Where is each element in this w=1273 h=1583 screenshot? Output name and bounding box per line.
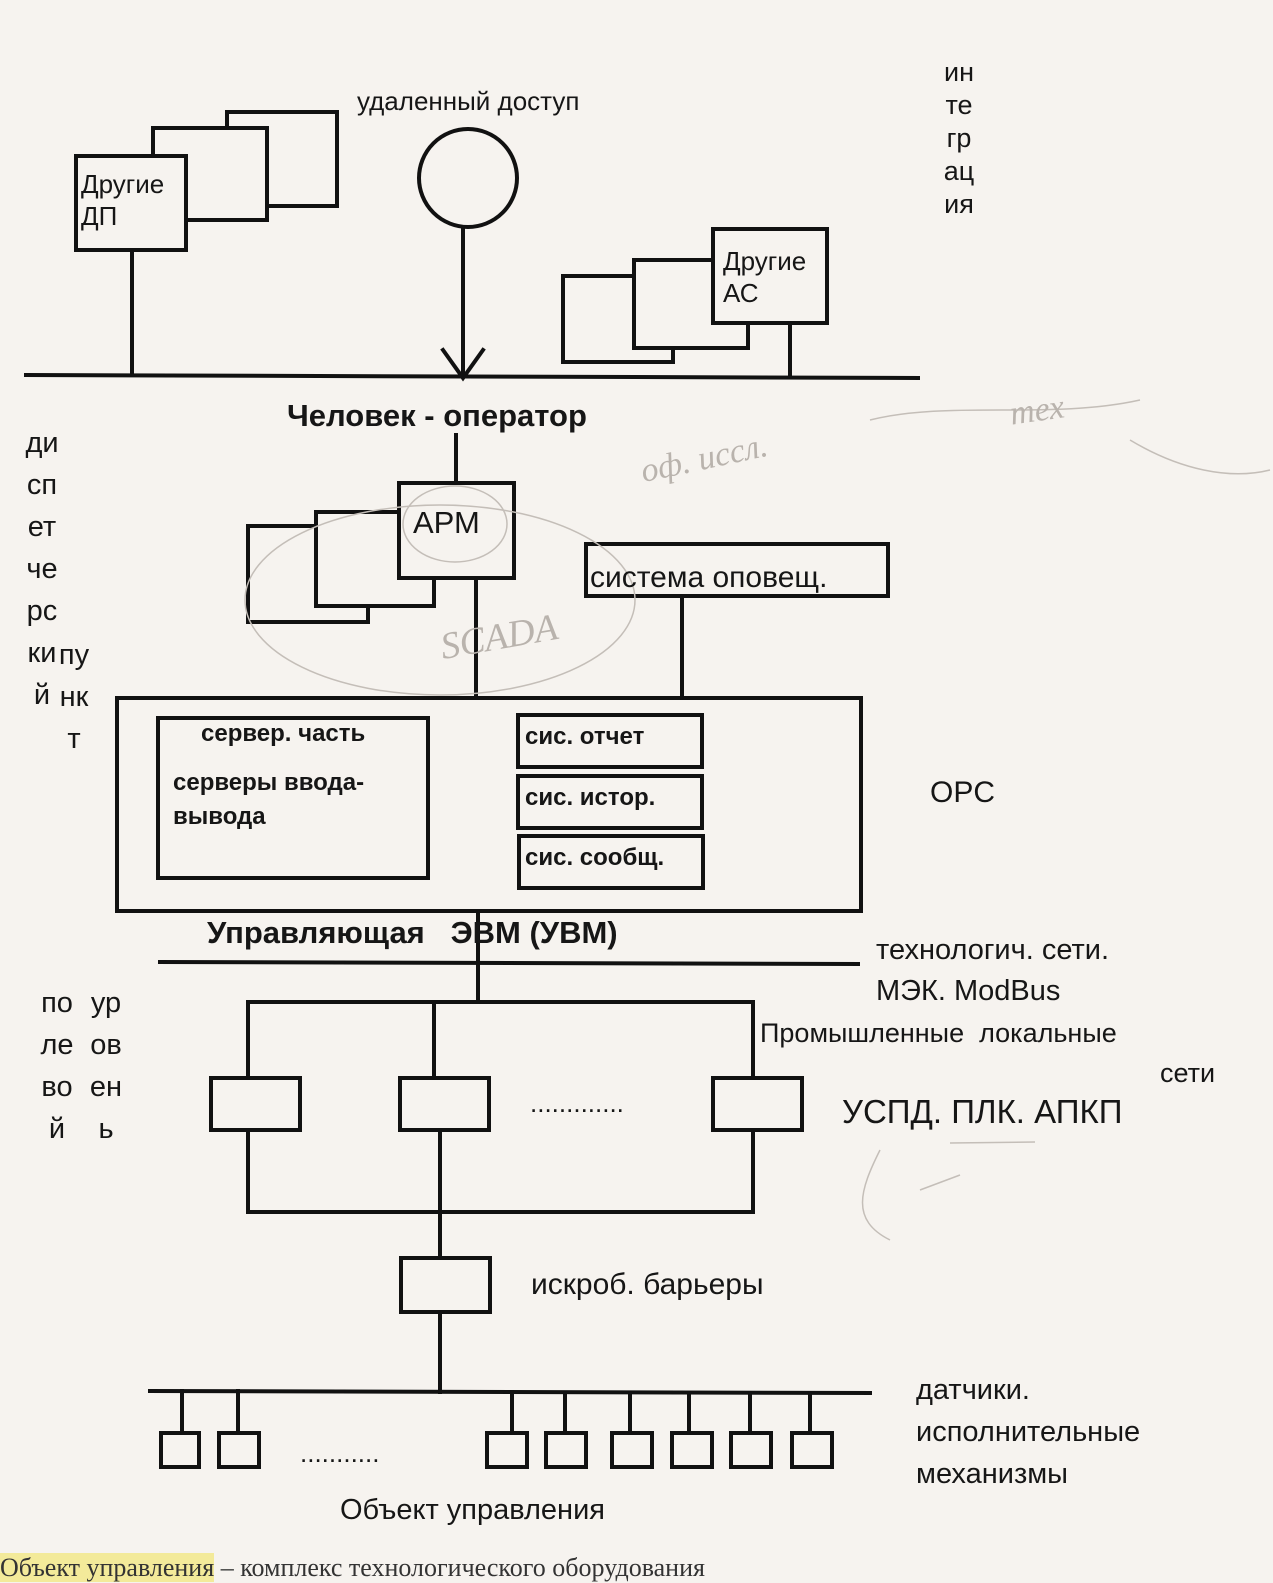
pencil-note-2: тех [1007, 388, 1067, 433]
controllers-ellipsis: ............. [530, 1088, 624, 1118]
integration-label: интеграция [943, 57, 975, 219]
tech-network-bus [157, 959, 861, 967]
pencil-circle-arm [402, 485, 508, 563]
sys-history-box [516, 774, 704, 830]
other-as-label: Другие АС [723, 246, 807, 308]
opc-label: OPC [930, 776, 996, 809]
field-level-label-2: уровень [89, 987, 123, 1145]
controller-box-3 [711, 1076, 804, 1132]
other-as-box-front [711, 227, 829, 325]
notify-system-label: система оповещ. [590, 561, 828, 594]
sensor-box-6 [670, 1431, 714, 1469]
tech-networks-label: технологич. сети. [876, 934, 1110, 966]
sensor-box-8 [790, 1431, 834, 1469]
mek-modbus-label: МЭК. ModBus [876, 975, 1061, 1007]
pencil-underline-uspd [949, 1141, 1036, 1144]
control-computer-box [115, 696, 863, 913]
sensor-box-5 [610, 1431, 654, 1469]
sensor-box-1 [159, 1431, 201, 1469]
pencil-stroke-right [869, 399, 1271, 475]
caption-highlight: Объект управления [0, 1553, 215, 1582]
io-servers-label: серверы ввода-вывода [173, 769, 365, 830]
control-computer-label: Управляющая ЭВМ (УВМ) [207, 915, 618, 950]
uspd-label: УСПД. ПЛК. АПКП [842, 1093, 1123, 1130]
spark-barriers-label: искроб. барьеры [531, 1268, 764, 1301]
sys-history-label: сис. истор. [525, 784, 656, 811]
sensor-box-3 [485, 1431, 529, 1469]
control-object-label: Объект управления [340, 1494, 605, 1526]
dispatch-point-label: диспетчерский [25, 427, 59, 711]
dispatch-point-label-2: пункт [58, 639, 90, 755]
server-part-label: сервер. часть [201, 720, 366, 747]
industrial-lan-top [246, 1000, 755, 1080]
pencil-scribble-low [861, 1149, 961, 1241]
actuators-label-1: исполнительные [916, 1416, 1141, 1448]
other-dp-label: Другие ДП [81, 169, 165, 231]
sensor-box-7 [729, 1431, 773, 1469]
controller-box-1 [209, 1076, 302, 1132]
sys-messages-box [517, 834, 705, 890]
sensor-box-4 [544, 1431, 588, 1469]
sensors-ellipsis: ........... [300, 1438, 380, 1468]
industrial-lan-label-2: сети [1160, 1058, 1216, 1088]
operator-label: Человек - оператор [287, 398, 587, 433]
remote-access-label: удаленный доступ [357, 86, 580, 116]
remote-access-circle [417, 127, 519, 229]
caption-rest: – комплекс технологического оборудования [214, 1553, 705, 1582]
server-part-box [156, 716, 430, 880]
controller-box-2 [398, 1076, 491, 1132]
spark-barrier-box [399, 1256, 492, 1314]
field-level-label-1: полевой [40, 987, 74, 1145]
notify-system-box [584, 542, 890, 598]
industrial-lan-label: Промышленные локальные [760, 1018, 1117, 1048]
sys-report-label: сис. отчет [525, 723, 645, 750]
sensor-box-2 [217, 1431, 261, 1469]
arm-label: АРМ [413, 505, 480, 540]
sys-report-box [516, 713, 704, 769]
pencil-ellipse-scada [244, 504, 636, 696]
sys-messages-label: сис. сообщ. [525, 844, 665, 871]
actuators-label-2: механизмы [916, 1458, 1069, 1490]
industrial-lan-bottom [246, 1128, 755, 1214]
integration-bus [23, 372, 921, 381]
figure-caption: Объект управления – комплекс технологиче… [0, 1553, 705, 1583]
sensors-label: датчики. [916, 1374, 1030, 1406]
